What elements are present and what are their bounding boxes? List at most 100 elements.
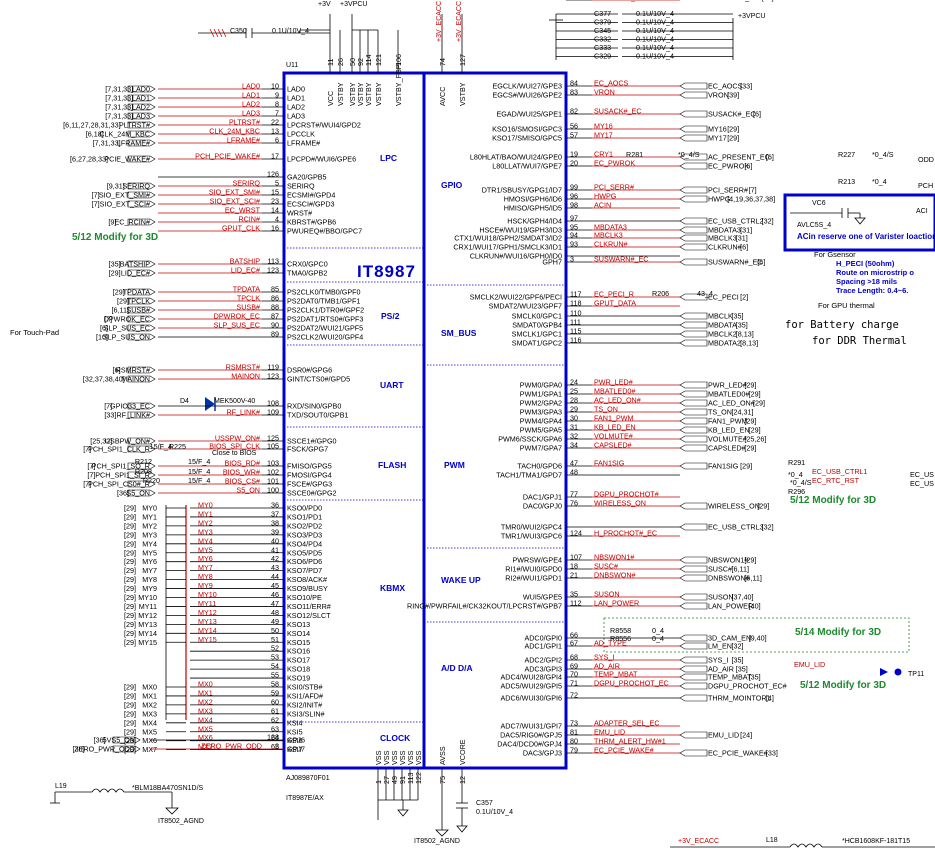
page-ref: [35] <box>749 673 761 682</box>
page-ref: [36] <box>117 489 129 498</box>
power-pin-number: 74 <box>438 58 447 66</box>
net-label: EC_AOCS <box>594 79 629 88</box>
chip-pin-left-number: 85 <box>271 285 279 294</box>
chip-pin-ksi-name: KSI3/SLIN# <box>287 709 325 718</box>
chip-pin-left-name: PS2DAT0/TMB1/GPF1 <box>287 297 360 306</box>
chip-pin-right-number: 47 <box>570 459 578 468</box>
resistor-value: 15/F_4 <box>188 457 210 466</box>
chip-pin-kso-name: KSO2/PD2 <box>287 521 322 530</box>
page-ref: [29] <box>749 426 761 435</box>
chip-pin-kso-number: 52 <box>271 644 279 653</box>
ext-net-label: EC_AOCS <box>708 82 743 91</box>
ext-net-label: PCH <box>918 181 933 190</box>
note-gpu: For GPU thermal <box>818 301 875 310</box>
page-ref: [29] <box>757 502 769 511</box>
note-touchpad: For Touch-Pad <box>10 328 60 337</box>
close-bios-note: Close to BIOS <box>212 450 257 457</box>
resistor-ref: R227 <box>838 150 855 159</box>
page-ref: [29] <box>727 125 739 134</box>
net-label: RF_LINK# <box>226 408 260 417</box>
chip-pin-right-name: PWM0/GPA0 <box>520 381 562 390</box>
chip-pin-right-number: 98 <box>570 201 578 210</box>
chip-pin-left-name: SSCE1#/GPG0 <box>287 437 337 446</box>
net-label: EC_PECI_R <box>594 290 634 299</box>
chip-pin-ksi-name: KSI7 <box>287 745 303 754</box>
ext-net-label: CLKRUN# <box>708 243 742 252</box>
chip-pin-kso-number: 46 <box>271 590 279 599</box>
chip-pin-right-number: 118 <box>570 299 581 308</box>
net-label: TPCLK <box>237 294 260 303</box>
ext-net-label: MY17 <box>708 134 727 143</box>
chip-pin-left-number: 89 <box>271 330 279 339</box>
net-label: CAPSLED# <box>594 441 632 450</box>
page-ref: [25,32] <box>90 437 112 446</box>
off-page-flag <box>127 182 156 190</box>
section-dividers <box>284 105 566 768</box>
net-label: VRON <box>594 88 615 97</box>
kbmx-net-label: MY7 <box>198 563 213 572</box>
off-page-flag <box>679 462 708 470</box>
resistor-value: 0_4 <box>652 634 664 643</box>
page-ref: [32] <box>762 523 774 532</box>
chip-pin-right-number: 99 <box>570 183 578 192</box>
gnd-pin-name: VSS <box>390 750 399 765</box>
off-page-flag <box>127 218 156 226</box>
chip-pin-left-name: FSCE#/GPG3 <box>287 480 332 489</box>
net-label: SIO_EXT_SCI# <box>210 197 260 206</box>
ext-net-label: SERIRQ <box>122 182 150 191</box>
off-page-flag <box>679 125 708 133</box>
chip-pin-right-name: HMISO/GPH5/ID5 <box>504 204 562 213</box>
sec-kbmx: KBMX <box>380 583 406 593</box>
off-page-flag <box>679 339 708 347</box>
kbmx-net-label: MX0 <box>198 680 213 689</box>
chip-pin-left-name: TXD/SOUT0/GPB1 <box>287 411 349 420</box>
ext-net-label: CAPSLED# <box>708 444 746 453</box>
chip-pin-right-number: 29 <box>570 405 578 414</box>
l18-part: *HCB1608KF-181T15 <box>842 838 911 845</box>
kbmx-net-label: MX7 <box>198 742 213 751</box>
ext-net-label: EC_PECI <box>708 293 739 302</box>
gnd-pin-number: 1 <box>374 780 383 784</box>
off-page-flag <box>127 85 156 93</box>
page-ref: [29] <box>744 444 756 453</box>
page-ref: [7] <box>87 462 95 471</box>
gnd-pin-number: 27 <box>382 776 391 784</box>
chip-pin-left-number: 15 <box>271 188 279 197</box>
power-pin-name: VSTBY <box>364 82 373 106</box>
cap-value: 0.1U/10V_4 <box>636 26 674 35</box>
kbmx-net-label: MY10 <box>198 590 217 599</box>
chip-pin-right-name: CLKRUN#/WUI16/GPH0/ID0 <box>470 252 562 261</box>
kbmx-ext-label: MY0 <box>142 504 157 513</box>
chip-pin-kso-name: KSO15 <box>287 638 310 647</box>
cap-ref: C329 <box>594 52 611 61</box>
chip-pin-right-number: 67 <box>570 639 578 648</box>
kbmx-ext-label: MY11 <box>139 602 157 611</box>
chip-pin-right-name: KSO17/SMISO/GPC5 <box>492 134 562 143</box>
off-page-flag <box>679 134 708 142</box>
ext-net-label: PCI_SERR# <box>708 186 748 195</box>
net-label: SUSB# <box>236 303 260 312</box>
page-ref: [31] <box>740 226 752 235</box>
chip-pin-right-name: SMDAT2/WUI23/GPF7 <box>489 302 562 311</box>
kbmx-ext-label: MY6 <box>142 557 157 566</box>
ext-net-label: DPWROK_EC <box>104 315 150 324</box>
page-ref: [6] <box>100 324 108 333</box>
page-ref: [7] <box>92 200 100 209</box>
resistor-ref: R220 <box>143 476 160 485</box>
chip-pin-kso-number: 39 <box>271 527 279 536</box>
net-label: FAN1SIG <box>594 459 625 468</box>
chip-pin-right-number: 112 <box>570 599 581 608</box>
chip-pin-right-number: 96 <box>570 192 578 201</box>
chip-pin-right-number: 84 <box>570 79 578 88</box>
gnd-pin-name: VSS <box>374 750 383 765</box>
chip-pin-left-number: 101 <box>267 477 279 486</box>
page-ref: [29] <box>744 417 756 426</box>
ext-net-label: PCH_SPI_CS0#_R <box>88 480 150 489</box>
off-page-flag <box>679 153 708 161</box>
chip-pin-right-name: EGAD/WUI25/GPE1 <box>496 110 562 119</box>
page-ref: [29] <box>124 548 136 557</box>
ext-net-label: MBDATA3 <box>708 226 741 235</box>
ext-net-label: PWR_LED# <box>708 381 747 390</box>
net-label: BIOS_WR# <box>223 468 260 477</box>
ext-net-label: NBSWON1# <box>708 556 748 565</box>
